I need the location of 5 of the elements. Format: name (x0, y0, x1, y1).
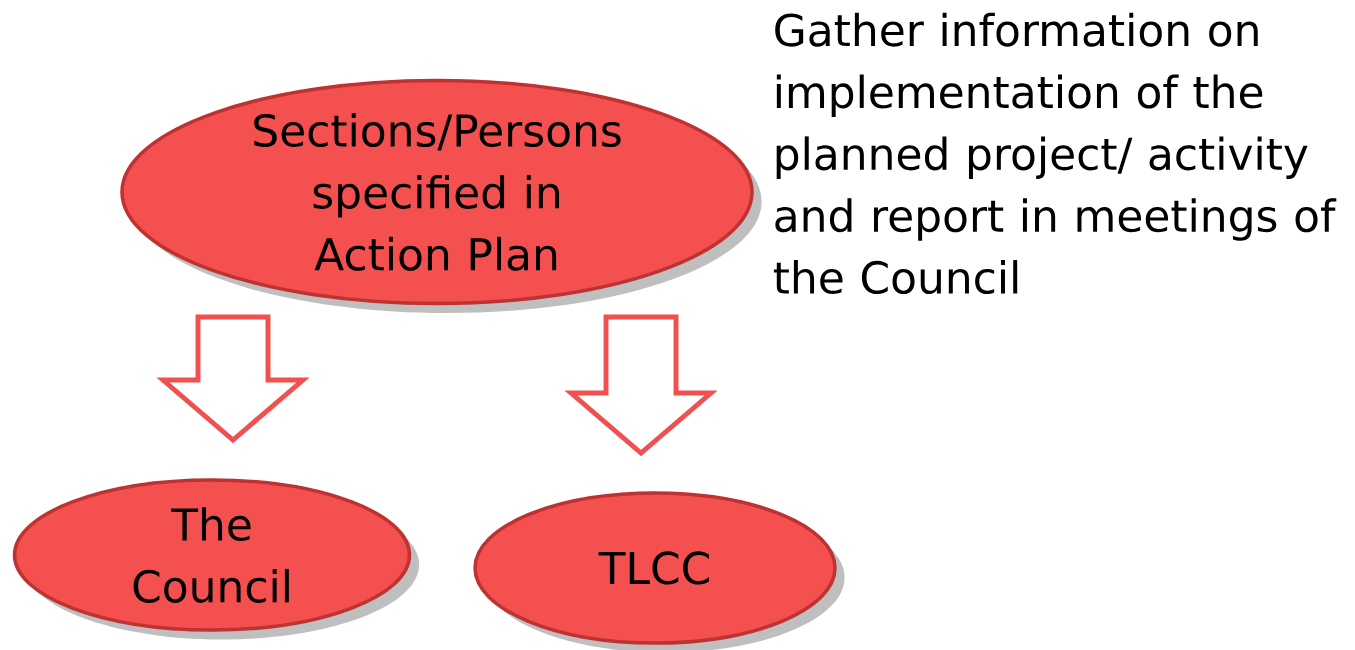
ellipse-node: The Council (12, 478, 420, 640)
block-arrow (156, 314, 310, 444)
ellipse-node: Sections/Persons specified in Action Plan (120, 78, 762, 314)
block-arrow (564, 314, 718, 457)
ellipse-node: TLCC (473, 491, 845, 650)
